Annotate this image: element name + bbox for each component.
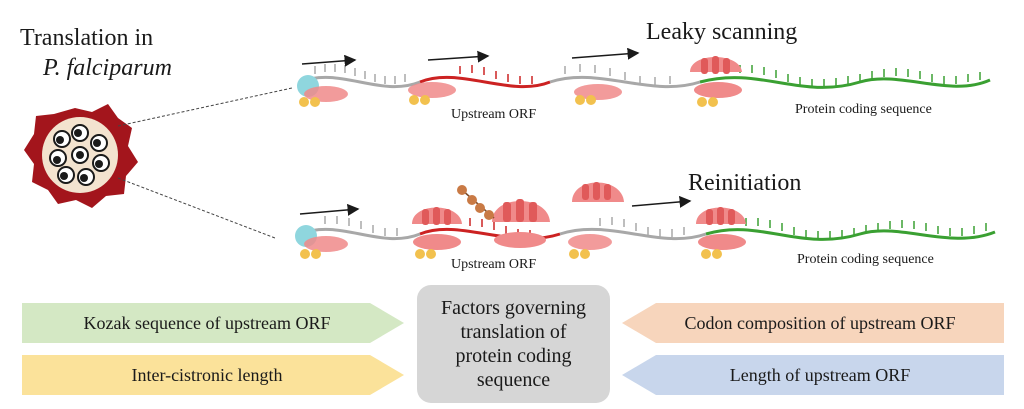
- ribosome-icon-uorf-start: [412, 207, 462, 259]
- small-subunit-icon: [304, 86, 348, 102]
- scanning-complex-icon: [408, 82, 456, 98]
- uorf-segment-top: [419, 75, 551, 89]
- mrna-intercistronic-top: [549, 75, 701, 89]
- connector-line-top: [117, 87, 293, 127]
- mrna-intercistronic-bottom: [559, 227, 707, 241]
- cds-segment-bottom: [705, 228, 996, 241]
- codon-factor-arrow: [622, 303, 1004, 343]
- cds-label-bottom: Protein coding sequence: [797, 252, 934, 267]
- organism-title-line2: P. falciparum: [42, 55, 172, 81]
- large-subunit-icon: [572, 182, 624, 202]
- leaky-scanning-panel: Leaky scanning Upstream ORF Protein codi…: [297, 19, 991, 122]
- infected-cell-icon: [24, 104, 138, 208]
- organism-title-line1: Translation in: [20, 25, 153, 51]
- cds-label-top: Protein coding sequence: [795, 102, 932, 117]
- uorf-label-top: Upstream ORF: [451, 107, 536, 122]
- intercistronic-factor-label: Inter-cistronic length: [131, 364, 283, 385]
- ribosome-icon-top: [690, 56, 742, 107]
- intercistronic-factor-arrow: [22, 355, 404, 395]
- reinitiation-panel: Reinitiation Upstream ORF Protein coding…: [295, 170, 996, 272]
- center-factors-text: Factors governing translation of protein…: [441, 297, 586, 391]
- ribosome-icon-bottom: [696, 207, 746, 259]
- uorf-label-bottom: Upstream ORF: [451, 257, 536, 272]
- center-factors-box: Factors governing translation of protein…: [417, 285, 610, 403]
- peptide-chain-icon: [457, 185, 495, 220]
- reinitiating-small-subunit-icon: [568, 234, 612, 250]
- length-factor-label: Length of upstream ORF: [729, 364, 911, 385]
- leaky-scanning-title: Leaky scanning: [646, 19, 797, 45]
- cds-segment-top: [699, 76, 991, 89]
- length-factor-arrow: [622, 355, 1004, 395]
- reinitiation-title: Reinitiation: [688, 170, 801, 196]
- kozak-factor-label: Kozak sequence of upstream ORF: [83, 312, 331, 333]
- codon-factor-label: Codon composition of upstream ORF: [684, 312, 956, 333]
- elongating-ribosome-icon: [492, 199, 550, 248]
- connector-line-bottom: [117, 177, 276, 239]
- scanning-complex-icon-2: [574, 84, 622, 100]
- kozak-factor-arrow: [22, 303, 404, 343]
